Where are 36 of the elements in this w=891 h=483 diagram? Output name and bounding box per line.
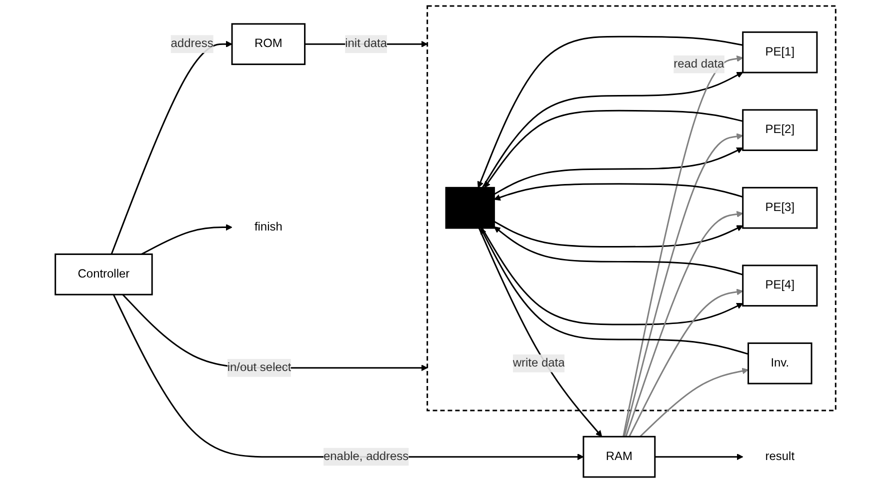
arrow bbox=[480, 228, 748, 355]
arrow bbox=[477, 36, 743, 188]
arrow bbox=[494, 220, 744, 248]
arrow bbox=[494, 226, 744, 276]
node-box: RAM bbox=[582, 436, 656, 478]
arrow bbox=[141, 224, 232, 255]
arrow bbox=[622, 55, 744, 437]
node-text: result bbox=[765, 450, 795, 463]
node-box: Inv. bbox=[748, 342, 812, 384]
arrow bbox=[481, 228, 744, 326]
arrow bbox=[484, 110, 743, 188]
node-box: Controller bbox=[54, 253, 153, 296]
edge-label: write data bbox=[512, 356, 565, 370]
edge-label: address bbox=[170, 37, 214, 50]
arrow bbox=[654, 454, 744, 460]
edge-label: init data bbox=[345, 37, 388, 50]
arrow bbox=[482, 72, 744, 188]
arrow bbox=[625, 210, 744, 437]
node-box: ROM bbox=[231, 23, 306, 66]
cluster bbox=[426, 5, 836, 412]
node-box: PE[3] bbox=[742, 186, 818, 229]
arrow bbox=[494, 147, 744, 195]
arrow bbox=[494, 183, 744, 201]
node-box: PE[1] bbox=[742, 31, 818, 74]
node-text: finish bbox=[254, 220, 282, 234]
arrow bbox=[110, 40, 232, 254]
edge-label: in/out select bbox=[227, 361, 292, 374]
node-bar bbox=[445, 186, 495, 229]
edge-label: enable, address bbox=[323, 450, 409, 463]
node-box: PE[4] bbox=[742, 264, 818, 307]
arrow bbox=[640, 368, 749, 438]
edge-label: read data bbox=[674, 58, 724, 70]
node-box: PE[2] bbox=[742, 109, 818, 152]
arrow bbox=[478, 228, 602, 437]
arrow bbox=[624, 133, 744, 437]
arrow bbox=[628, 288, 744, 437]
